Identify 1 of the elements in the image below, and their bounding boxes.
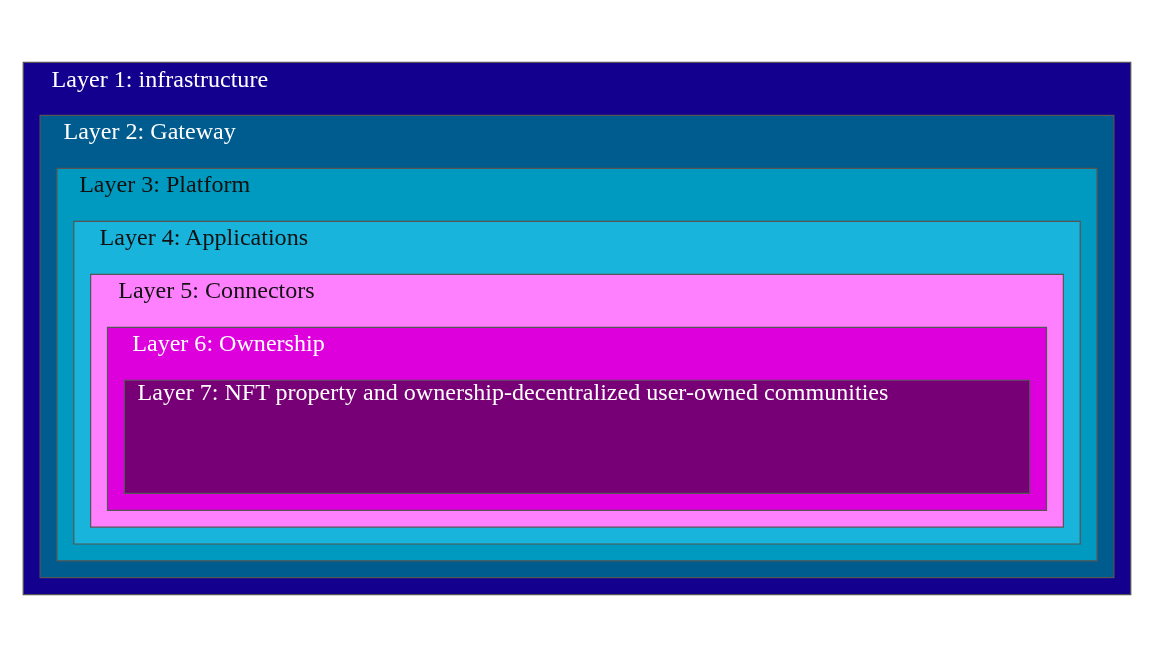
node-box: Layer 7: NFT property and ownership-decentralized user-owned communities [123, 379, 1031, 494]
